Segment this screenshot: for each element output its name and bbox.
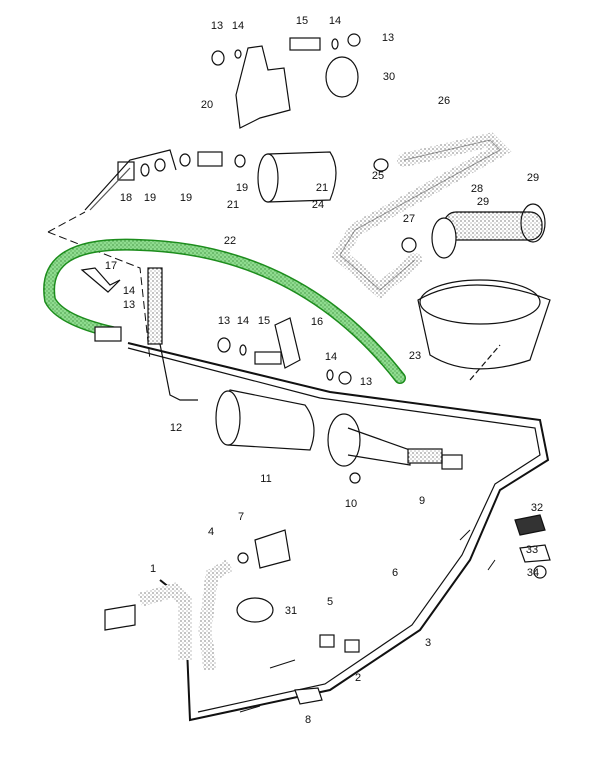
- callout-label-7: 7: [238, 511, 244, 523]
- callout-label-24: 24: [312, 199, 324, 211]
- callout-label-13: 13: [123, 299, 135, 311]
- clamp-30: [325, 56, 359, 98]
- callout-label-13: 13: [360, 376, 372, 388]
- callout-label-9: 9: [419, 495, 425, 507]
- callout-label-4: 4: [208, 526, 214, 538]
- hose-26: [330, 132, 512, 300]
- callout-label-14: 14: [237, 315, 249, 327]
- callout-label-31: 31: [285, 605, 297, 617]
- callout-label-8: 8: [305, 714, 311, 726]
- callout-label-10: 10: [345, 498, 357, 510]
- callout-label-16: 16: [311, 316, 323, 328]
- callout-label-6: 6: [392, 567, 398, 579]
- tank-opening: [417, 284, 551, 370]
- callout-label-32: 32: [531, 502, 543, 514]
- callout-label-14: 14: [329, 15, 341, 27]
- strainer-28: [443, 211, 543, 241]
- bracket-20: [235, 45, 291, 129]
- callout-label-33: 33: [526, 544, 538, 556]
- clamp-31: [236, 597, 274, 623]
- callout-label-13: 13: [218, 315, 230, 327]
- callout-label-22: 22: [224, 235, 236, 247]
- callout-label-28: 28: [471, 183, 483, 195]
- callout-label-25: 25: [372, 170, 384, 182]
- callout-label-19: 19: [180, 192, 192, 204]
- callout-label-12: 12: [170, 422, 182, 434]
- seal-29: [520, 203, 546, 243]
- callout-label-3: 3: [425, 637, 431, 649]
- callout-label-29: 29: [527, 172, 539, 184]
- callout-label-27: 27: [403, 213, 415, 225]
- callout-label-19: 19: [236, 182, 248, 194]
- callout-label-34: 34: [527, 567, 539, 579]
- callout-label-15: 15: [258, 315, 270, 327]
- callout-label-5: 5: [327, 596, 333, 608]
- hose-1: [138, 582, 192, 660]
- callout-label-26: 26: [438, 95, 450, 107]
- callout-label-13: 13: [382, 32, 394, 44]
- callout-label-11: 11: [260, 473, 271, 485]
- callout-label-1: 1: [150, 563, 156, 575]
- callout-label-21: 21: [227, 199, 239, 211]
- callout-label-29: 29: [477, 196, 489, 208]
- callout-label-14: 14: [325, 351, 337, 363]
- hose-4: [198, 559, 234, 671]
- callout-label-23: 23: [409, 350, 421, 362]
- callout-label-18: 18: [120, 192, 132, 204]
- callout-label-30: 30: [383, 71, 395, 83]
- callout-label-13: 13: [211, 20, 223, 32]
- callout-label-19: 19: [144, 192, 156, 204]
- callout-label-21: 21: [316, 182, 328, 194]
- callout-label-2: 2: [355, 672, 361, 684]
- callout-label-20: 20: [201, 99, 213, 111]
- callout-label-15: 15: [296, 15, 308, 27]
- callout-label-17: 17: [105, 260, 117, 272]
- callout-label-14: 14: [123, 285, 135, 297]
- callout-label-14: 14: [232, 20, 244, 32]
